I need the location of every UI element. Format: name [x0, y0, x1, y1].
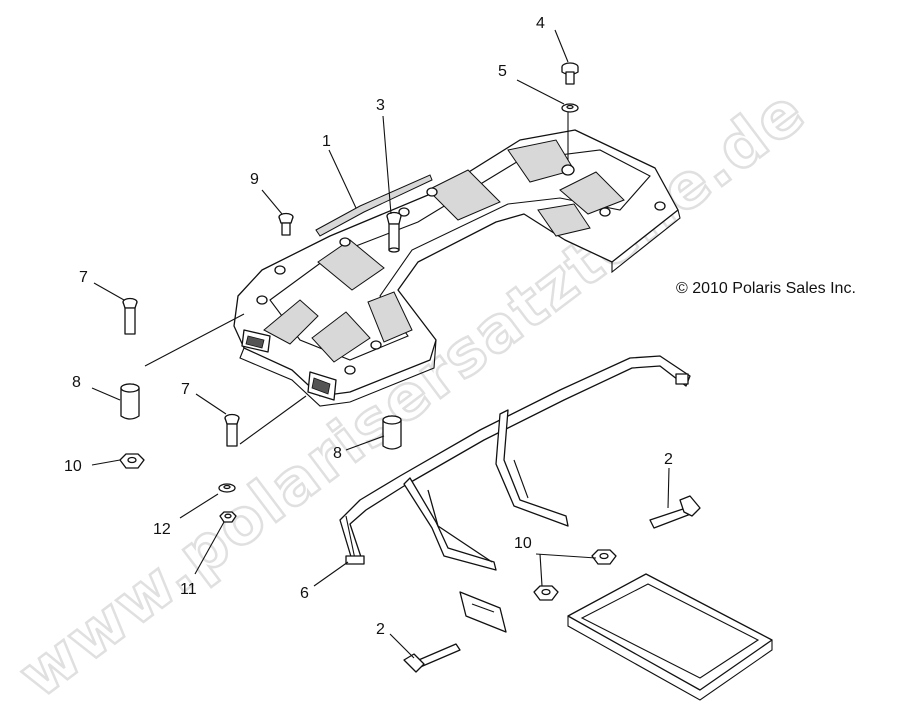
callout-12: 12	[153, 521, 171, 538]
washer-5	[561, 103, 579, 113]
bolt-9	[278, 212, 294, 236]
bolt-2-lower	[403, 643, 461, 673]
copyright-notice: © 2010 Polaris Sales Inc.	[676, 280, 856, 297]
callout-8-right: 8	[333, 445, 342, 462]
bolt-7-upper	[122, 297, 138, 335]
bracket-plate	[459, 591, 507, 633]
bolt-3	[386, 211, 402, 253]
spacer-8-left	[120, 383, 140, 420]
bolt-7-lower	[224, 413, 240, 447]
callout-2-lower: 2	[376, 621, 385, 638]
support-frame	[339, 355, 691, 571]
washer-12	[218, 483, 236, 493]
callout-2-right: 2	[664, 451, 673, 468]
callout-3: 3	[376, 97, 385, 114]
callout-10-right: 10	[514, 535, 532, 552]
nut-10-right-a	[591, 549, 617, 565]
callout-5: 5	[498, 63, 507, 80]
nut-10-right-b	[533, 585, 559, 601]
callout-6: 6	[300, 585, 309, 602]
callout-labels: 1 3 4 5 9 7 8 10 7 8 12 11 6 2 10 2	[64, 15, 673, 638]
callout-1: 1	[322, 133, 331, 150]
callout-4: 4	[536, 15, 545, 32]
spacer-8-right	[382, 415, 402, 450]
callout-7-upper: 7	[79, 269, 88, 286]
callout-8-left: 8	[72, 374, 81, 391]
nut-11	[219, 511, 237, 523]
leader-lines	[91, 29, 670, 659]
callout-10-left: 10	[64, 458, 82, 475]
reference-frame-outline	[567, 573, 773, 701]
bolt-2-right	[649, 495, 701, 529]
bolt-4	[561, 62, 579, 85]
rear-rack	[233, 129, 681, 407]
callout-11: 11	[180, 581, 197, 598]
nut-10-left	[119, 453, 145, 469]
callout-7-lower: 7	[181, 381, 190, 398]
callout-9: 9	[250, 171, 259, 188]
